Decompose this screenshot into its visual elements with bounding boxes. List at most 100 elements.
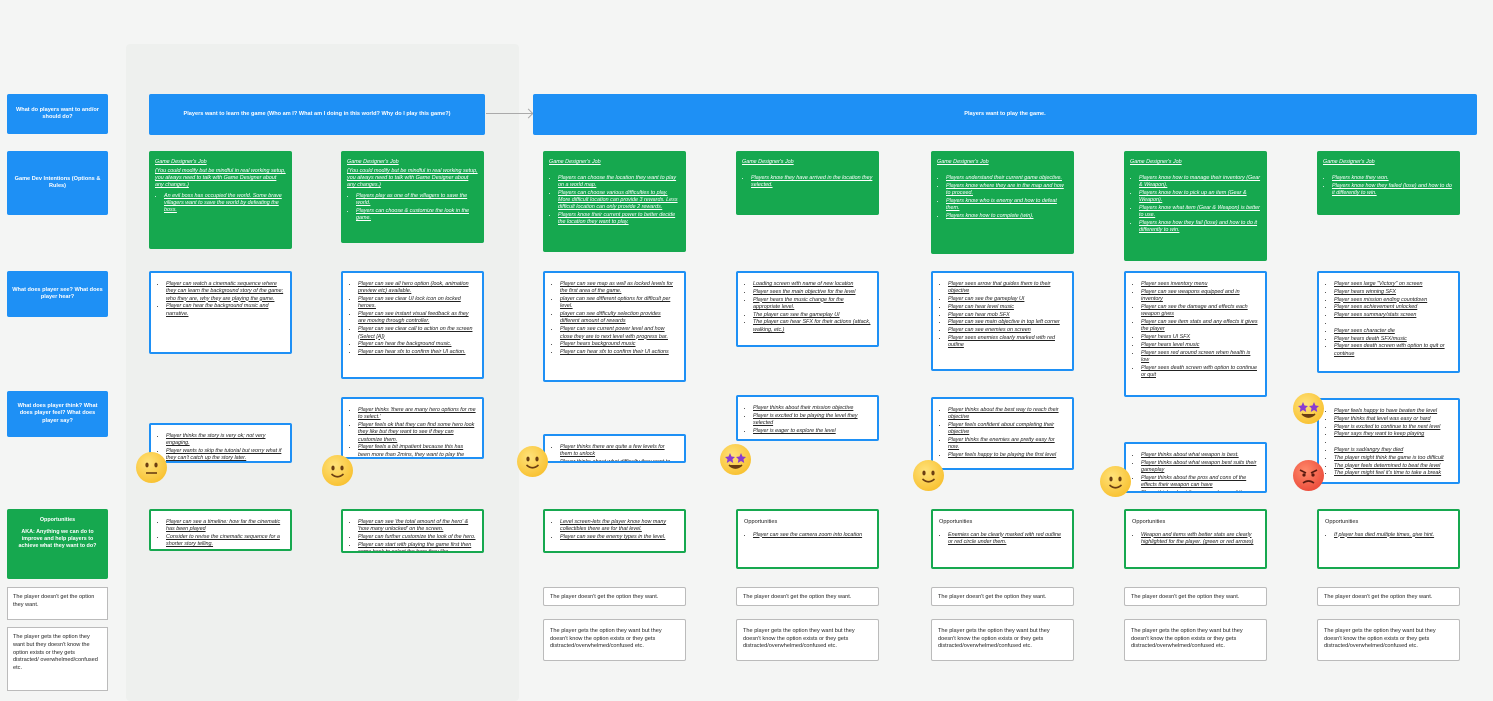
- list-item: Player hears the music change for the ap…: [753, 297, 871, 312]
- row-label-want: What do players want to and/or should do…: [7, 94, 108, 134]
- think-feel-card: Player thinks the story is very ok; not …: [149, 423, 292, 463]
- list-item: Player is excited to be playing the leve…: [753, 413, 871, 428]
- no-option-card: The player doesn't get the option they w…: [1317, 587, 1460, 606]
- opportunity-card: OpportunitiesPlayer can see the camera z…: [736, 509, 879, 569]
- job-title: Game Designer's Job: [347, 159, 399, 165]
- list-item: Player is eager to explore the level: [753, 428, 871, 435]
- list-item: If player has died multiple times, give …: [1334, 532, 1452, 539]
- bullet-list: Player can see all hero option (look, an…: [349, 281, 476, 356]
- see-hear-card: Player sees inventory menuPlayer can see…: [1124, 271, 1267, 397]
- list-item: Player feels happy to be playing the fir…: [948, 452, 1066, 459]
- list-item: Player can watch a cinematic sequence wh…: [166, 281, 284, 303]
- game-designer-job-card: Game Designer's Job(You could modify but…: [341, 151, 484, 243]
- list-item: player can see different options for dif…: [560, 296, 678, 311]
- opportunity-title: Opportunities: [744, 519, 778, 525]
- list-item: The player can see the gameplay UI: [753, 312, 871, 319]
- job-title: Game Designer's Job: [1323, 159, 1375, 165]
- opportunity-card: Player can see a timeline: how far the c…: [149, 509, 292, 551]
- no-option-card: The player doesn't get the option they w…: [931, 587, 1074, 606]
- list-item: Player can see the camera zoom into loca…: [753, 532, 871, 539]
- job-title: Game Designer's Job: [155, 159, 207, 165]
- no-option-card: The player doesn't get the option they w…: [1124, 587, 1267, 606]
- see-hear-card: Player sees large "Victory" on screenPla…: [1317, 271, 1460, 373]
- list-item: Player can see instant visual feedback a…: [358, 311, 476, 326]
- bullet-list: Player feels happy to have beaten the le…: [1325, 408, 1452, 478]
- list-item: Player sees large "Victory" on screen: [1334, 281, 1452, 288]
- unaware-card: The player gets the option they want but…: [931, 619, 1074, 661]
- bullet-list: Player can see map as well as locked lev…: [551, 281, 678, 356]
- list-item: Player can see clear call to action on t…: [358, 326, 476, 341]
- row-label-intentions: Game Dev Intentions (Options & Rules): [7, 151, 108, 215]
- list-item: Weapon and items with better stats are c…: [1141, 532, 1259, 547]
- unaware-card: The player gets the option they want but…: [1317, 619, 1460, 661]
- list-item: Player can hear mob SFX: [948, 312, 1066, 319]
- list-item: Player sees red around screen when healt…: [1141, 350, 1259, 365]
- list-item: Player hears UI SFX: [1141, 334, 1259, 341]
- list-item: Player thinks that level was easy or har…: [1334, 416, 1452, 423]
- bullet-list: Player thinks the story is very ok; not …: [157, 433, 284, 461]
- neutral-face-icon: [136, 452, 167, 483]
- list-item: The player can hear SFX for their action…: [753, 319, 871, 334]
- bullet-list: Player can see 'the total amount of the …: [349, 519, 476, 551]
- opportunity-card: OpportunitiesWeapon and items with bette…: [1124, 509, 1267, 569]
- list-item: Player can hear the background music.: [358, 341, 476, 348]
- opportunity-card: Level screen-lets the player know how ma…: [543, 509, 686, 553]
- list-item: Player hears level music: [1141, 342, 1259, 349]
- unaware-text: The player gets the option they want but…: [550, 628, 662, 650]
- no-option-text: The player doesn't get the option they w…: [550, 594, 659, 600]
- row-label-think: What does player think? What does player…: [7, 391, 108, 437]
- no-option-card: The player doesn't get the option they w…: [736, 587, 879, 606]
- list-item: The player might feel it's time to take …: [1334, 470, 1452, 477]
- list-item: Player is sad/angry they died: [1334, 447, 1452, 454]
- bullet-list: Enemies can be clearly marked with red o…: [939, 532, 1066, 547]
- list-item: Player can see the enemy types in the le…: [560, 534, 678, 541]
- list-item: An evil boss has occupied the world. Som…: [164, 193, 286, 214]
- list-item: Players know they have arrived in the lo…: [751, 175, 873, 189]
- star-struck-face-icon: [720, 444, 751, 475]
- list-item: Player can see all hero option (look, an…: [358, 281, 476, 296]
- list-item: Player can see the damage and effects ea…: [1141, 304, 1259, 319]
- list-item: Players know where they are in the map a…: [946, 183, 1068, 197]
- bullet-list: Player sees large "Victory" on screenPla…: [1325, 281, 1452, 358]
- list-item: Players can choose various difficulties …: [558, 190, 680, 211]
- bullet-list: Player thinks there are quite a few leve…: [551, 444, 678, 461]
- list-item: Players know how to pick up an item (Gea…: [1139, 190, 1261, 204]
- game-designer-job-card: Game Designer's JobPlayers know how to m…: [1124, 151, 1267, 261]
- list-item: The player might think the game is too d…: [1334, 455, 1452, 462]
- see-hear-card: Loading screen with name of new location…: [736, 271, 879, 347]
- list-item: player can see difficulty selection prov…: [560, 311, 678, 326]
- list-item: Player feels ok that they can find some …: [358, 422, 476, 444]
- list-item: Player sees inventory menu: [1141, 281, 1259, 288]
- bullet-list: Player thinks about their mission object…: [744, 405, 871, 435]
- list-item: Player hears death SFX/music: [1334, 336, 1452, 343]
- opportunity-title: Opportunities: [1325, 519, 1359, 525]
- list-item: Player thinks 'there are many hero optio…: [358, 407, 476, 422]
- bullet-list: Players know how to manage their invento…: [1130, 175, 1261, 234]
- list-item: Player can see 'the total amount of the …: [358, 519, 476, 534]
- bullet-list: Player can see the camera zoom into loca…: [744, 532, 871, 539]
- smiling-face-icon: [322, 455, 353, 486]
- list-item: Player can hear sfx to confirm their UI …: [560, 349, 678, 356]
- list-item: Player sees achievement unlocked: [1334, 304, 1452, 311]
- list-item: Players know how they fail (lose) and ho…: [1139, 220, 1261, 234]
- think-feel-card: Player thinks there are quite a few leve…: [543, 434, 686, 463]
- list-item: Player can see a timeline: how far the c…: [166, 519, 284, 534]
- job-title: Game Designer's Job: [742, 159, 794, 165]
- think-feel-card: Player thinks 'there are many hero optio…: [341, 397, 484, 459]
- list-item: Players understand their current game ob…: [946, 175, 1068, 182]
- row-label-see: What does player see? What does player h…: [7, 271, 108, 317]
- list-item: Player can start with playing the game f…: [358, 542, 476, 551]
- think-feel-card: Player thinks about what weapon is best.…: [1124, 442, 1267, 493]
- list-item: Players can choose & customize the look …: [356, 208, 478, 222]
- list-item: Players know how to manage their invento…: [1139, 175, 1261, 189]
- list-item: Player hears background music: [560, 341, 678, 348]
- opportunities-label-title: Opportunities: [39, 517, 76, 523]
- list-item: Player thinks about the best way to reac…: [948, 407, 1066, 422]
- list-item: Player can hear sfx to confirm their UI …: [358, 349, 476, 356]
- list-item: Player is excited to continue to the nex…: [1334, 424, 1452, 431]
- smiling-face-icon: [517, 446, 548, 477]
- list-item: Loading screen with name of new location: [753, 281, 871, 288]
- list-item: Player can see main objective in top lef…: [948, 319, 1066, 326]
- list-item: Players know their current power to bett…: [558, 212, 680, 226]
- bullet-list: If player has died multiple times, give …: [1325, 532, 1452, 539]
